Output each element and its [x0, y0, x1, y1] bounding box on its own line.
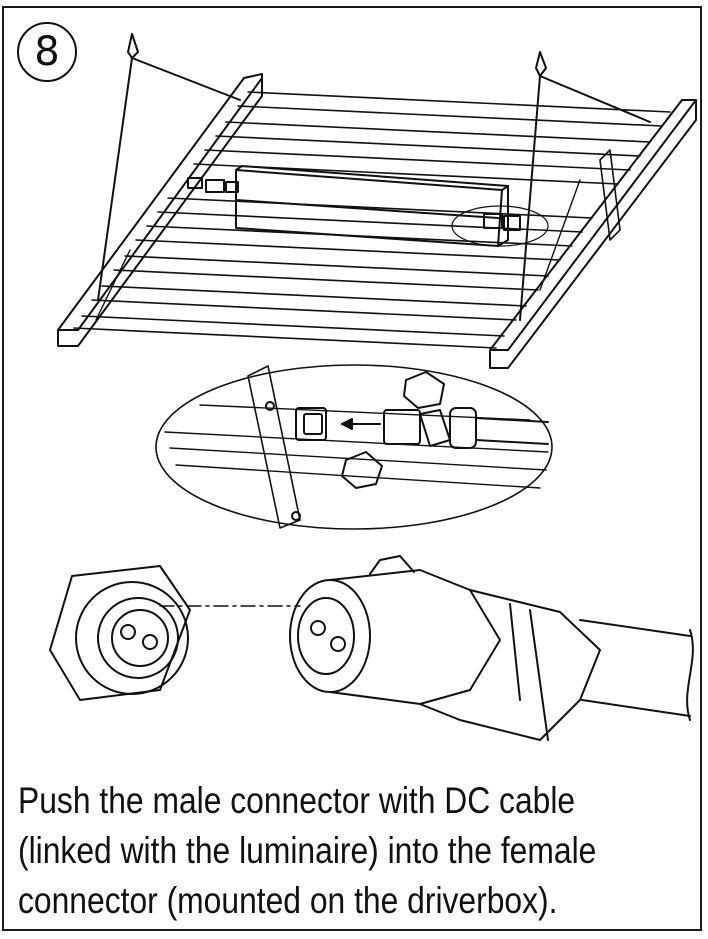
page-frame	[2, 6, 702, 931]
step-number-badge: 8	[17, 22, 77, 82]
connector-detail-ellipse	[155, 364, 553, 530]
luminaire-fixture	[57, 33, 697, 369]
caption-line: Push the male connector with DC cable	[18, 780, 576, 821]
left-hanger-hook	[127, 33, 139, 59]
right-hanger-hook	[535, 51, 547, 77]
caption-line: (linked with the luminaire) into the fem…	[18, 830, 597, 871]
instruction-caption: Push the male connector with DC cable (l…	[18, 776, 603, 926]
connector-closeup	[49, 555, 694, 741]
caption-line: connector (mounted on the driverbox).	[18, 880, 558, 921]
step-number: 8	[34, 29, 60, 75]
